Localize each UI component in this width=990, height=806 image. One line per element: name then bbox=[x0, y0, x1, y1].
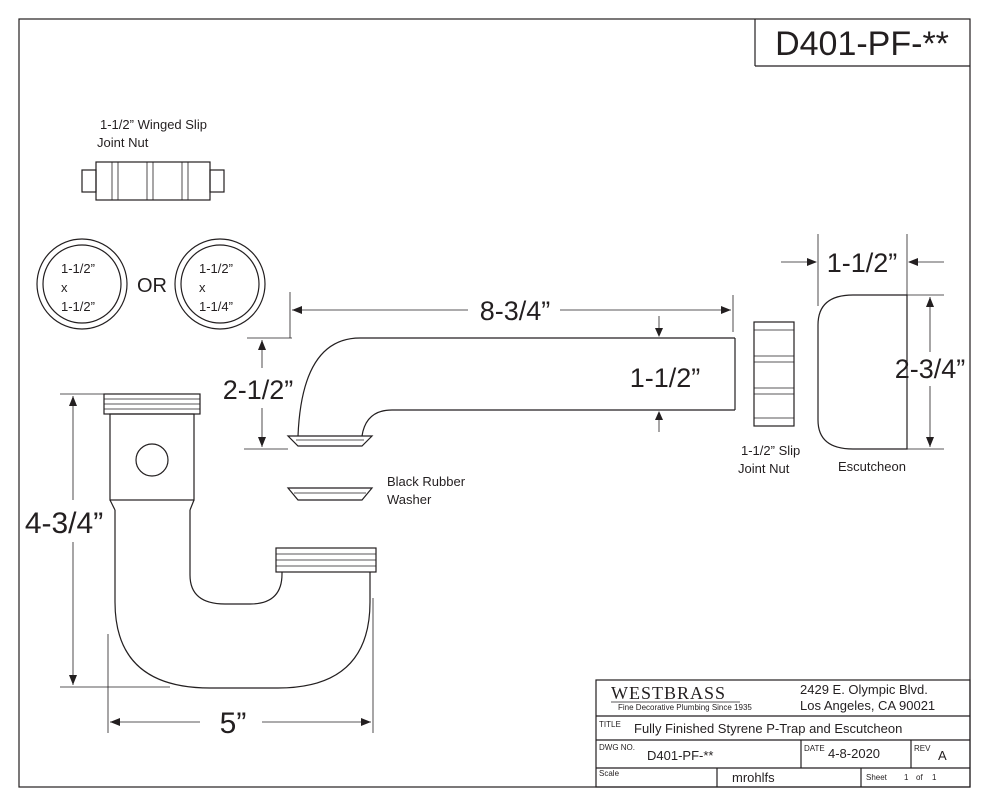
washer-a-size-2: 1-1/2” bbox=[61, 299, 95, 314]
company-tagline: Fine Decorative Plumbing Since 1935 bbox=[618, 703, 752, 712]
company-name: WESTBRASS bbox=[611, 683, 726, 703]
sheet-of: of bbox=[916, 773, 923, 782]
arm-length-value: 8-3/4” bbox=[480, 296, 551, 326]
winged-nut-label-1: 1-1/2” Winged Slip bbox=[100, 117, 207, 132]
part-number-box: D401-PF-** bbox=[754, 19, 970, 67]
escutcheon-height-dimension: 2-3/4” bbox=[895, 294, 966, 450]
escutcheon-height-value: 2-3/4” bbox=[895, 354, 966, 384]
drawn-by: mrohlfs bbox=[732, 770, 775, 785]
washer-a-x: x bbox=[61, 280, 68, 295]
arm-height-dimension: 2-1/2” bbox=[223, 337, 294, 450]
trap-width-dimension: 5” bbox=[107, 598, 374, 740]
escutcheon-depth-dimension: 1-1/2” bbox=[781, 234, 944, 306]
drawing-title: Fully Finished Styrene P-Trap and Escutc… bbox=[634, 721, 902, 736]
address-line-1: 2429 E. Olympic Blvd. bbox=[800, 682, 928, 697]
trap-height-dimension: 4-3/4” bbox=[25, 393, 170, 688]
escutcheon-depth-value: 1-1/2” bbox=[827, 248, 898, 278]
sheet-number: 1 bbox=[904, 773, 909, 782]
trap-arm bbox=[286, 337, 736, 447]
title-block: WESTBRASS Fine Decorative Plumbing Since… bbox=[595, 679, 971, 788]
winged-nut-label-2: Joint Nut bbox=[97, 135, 149, 150]
or-label: OR bbox=[137, 275, 167, 297]
rev-label: REV bbox=[914, 744, 931, 753]
drawing-border bbox=[18, 18, 971, 788]
winged-slip-joint-nut: 1-1/2” Winged Slip Joint Nut bbox=[81, 117, 225, 201]
arm-height-value: 2-1/2” bbox=[223, 375, 294, 405]
date-label: DATE bbox=[804, 744, 825, 753]
slip-nut-label-1: 1-1/2” Slip bbox=[741, 443, 800, 458]
washer-b-x: x bbox=[199, 280, 206, 295]
washer-b-size-1: 1-1/2” bbox=[199, 261, 233, 276]
slip-nut-label-2: Joint Nut bbox=[738, 461, 790, 476]
washer-a-size-1: 1-1/2” bbox=[61, 261, 95, 276]
address-line-2: Los Angeles, CA 90021 bbox=[800, 698, 935, 713]
slip-joint-nut: 1-1/2” Slip Joint Nut bbox=[738, 321, 800, 476]
arm-diameter-value: 1-1/2” bbox=[630, 363, 701, 393]
trap-height-value: 4-3/4” bbox=[25, 507, 103, 540]
black-rubber-washer: Black Rubber Washer bbox=[286, 474, 466, 507]
washer-1-1-2x1-1-2: 1-1/2” x 1-1/2” bbox=[36, 238, 128, 330]
scale-label: Scale bbox=[599, 769, 620, 778]
rev-value: A bbox=[938, 748, 947, 763]
escutcheon-label: Escutcheon bbox=[838, 459, 906, 474]
sheet-label: Sheet bbox=[866, 773, 888, 782]
washer-b-size-2: 1-1/4” bbox=[199, 299, 233, 314]
escutcheon: Escutcheon bbox=[817, 294, 908, 474]
sheet-total: 1 bbox=[932, 773, 937, 782]
arm-length-dimension: 8-3/4” bbox=[289, 292, 734, 338]
title-label: TITLE bbox=[599, 720, 621, 729]
date-value: 4-8-2020 bbox=[828, 746, 880, 761]
p-trap-body bbox=[103, 393, 377, 689]
part-number: D401-PF-** bbox=[775, 25, 949, 63]
rubber-washer-label-1: Black Rubber bbox=[387, 474, 466, 489]
dwg-no-label: DWG NO. bbox=[599, 743, 635, 752]
dwg-no-value: D401-PF-** bbox=[647, 748, 713, 763]
trap-width-value: 5” bbox=[220, 707, 247, 740]
arm-diameter-dimension: 1-1/2” bbox=[630, 316, 701, 432]
rubber-washer-label-2: Washer bbox=[387, 492, 432, 507]
washer-1-1-2x1-1-4: 1-1/2” x 1-1/4” bbox=[174, 238, 266, 330]
